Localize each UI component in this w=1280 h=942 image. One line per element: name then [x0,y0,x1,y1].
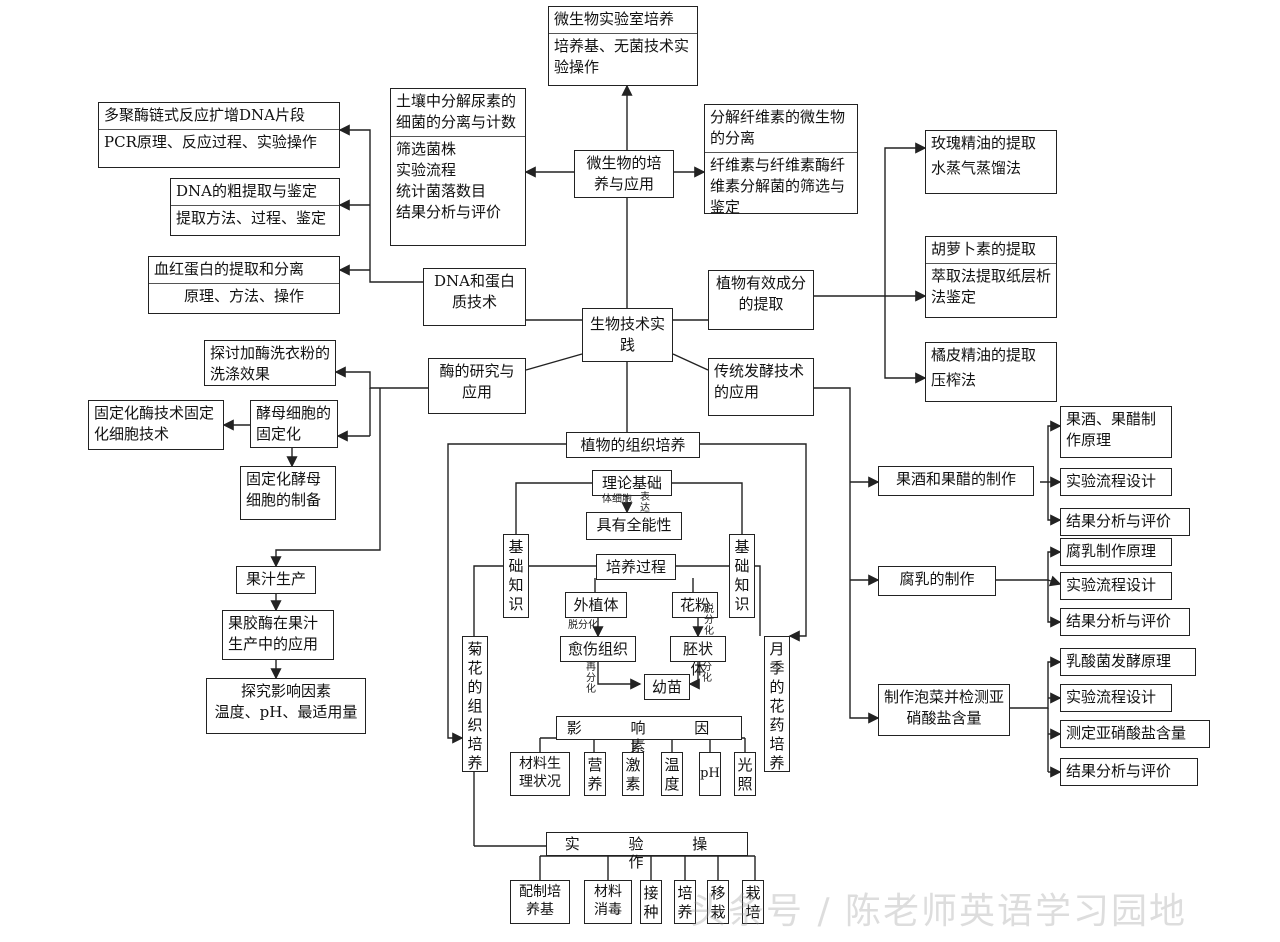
detergent-node: 探讨加酶洗衣粉的洗涤效果 [204,340,336,386]
edge-label-dediff-2: 脱分化 [704,604,714,637]
tofu-design-node: 实验流程设计 [1060,572,1172,600]
seedling-node: 幼苗 [644,674,690,700]
basic-knowledge-right: 基础知识 [729,534,755,618]
embryoid-node: 胚状体 [670,636,726,678]
cellulose-node: 分解纤维素的微生物的分离 纤维素与纤维素酶纤维素分解菌的筛选与鉴定 [704,104,858,216]
edge-label-expression: 表达 [640,492,650,514]
factors-header: 影 响 因 素 [556,716,742,755]
tofu-principle-node: 腐乳制作原理 [1060,538,1172,566]
orange-oil-node: 橘皮精油的提取 压榨法 [925,342,1057,402]
tofu-node: 腐乳的制作 [878,566,996,596]
operation-medium: 配制培养基 [510,880,570,924]
tofu-result-node: 结果分析与评价 [1060,608,1190,636]
micro-culture-node: 微生物的培养与应用 [574,150,674,198]
factor-material: 材料生理状况 [510,752,570,796]
wine-design-node: 实验流程设计 [1060,468,1172,496]
factor-temperature: 温度 [661,752,683,796]
rose-anther-culture-node: 月季的花药培养 [764,636,790,772]
wine-result-node: 结果分析与评价 [1060,508,1190,536]
factors-study-node: 探究影响因素 温度、pH、最适用量 [206,678,366,734]
chrysanthemum-culture-node: 菊花的组织培养 [462,636,488,772]
hemoglobin-node: 血红蛋白的提取和分离 原理、方法、操作 [148,256,340,314]
edge-label-diff: 分化 [702,662,712,684]
operation-header: 实 验 操 作 [546,832,748,871]
operation-inoculate: 接种 [640,880,662,924]
pollen-node: 花粉 [672,592,718,618]
fermentation-node: 传统发酵技术的应用 [708,358,814,416]
factor-nutrition: 营养 [584,752,606,796]
operation-transplant: 移栽 [707,880,729,924]
culture-process-node: 培养过程 [596,554,676,580]
pickle-measure-node: 测定亚硝酸盐含量 [1060,720,1210,748]
explant-node: 外植体 [565,592,627,618]
pickle-result-node: 结果分析与评价 [1060,758,1198,786]
yeast-fixation-node: 酵母细胞的固定化 [250,400,338,448]
edge-label-somatic: 体细胞 [602,494,632,505]
yeast-prep-node: 固定化酵母细胞的制备 [240,466,336,520]
enzyme-node: 酶的研究与应用 [428,358,526,414]
rose-oil-node: 玫瑰精油的提取 水蒸气蒸馏法 [925,130,1057,194]
lab-culture-node: 微生物实验室培养 培养基、无菌技术实验操作 [548,6,698,86]
plant-extract-node: 植物有效成分的提取 [708,270,814,330]
dna-extract-node: DNA的粗提取与鉴定 提取方法、过程、鉴定 [170,178,340,236]
pectinase-node: 果胶酶在果汁生产中的应用 [222,610,334,660]
operation-cultivate: 栽培 [742,880,764,924]
pcr-node: 多聚酶链式反应扩增DNA片段 PCR原理、反应过程、实验操作 [98,102,340,168]
factor-hormone: 激素 [622,752,644,796]
juice-production-node: 果汁生产 [236,566,316,594]
factor-ph: pH [699,752,721,796]
edge-label-rediff: 再分化 [586,662,596,695]
pickle-design-node: 实验流程设计 [1060,684,1172,712]
watermark-text: 头条号 / 陈老师英语学习园地 [690,891,1188,932]
edge-label-dediff-1: 脱分化 [568,620,598,631]
basic-knowledge-left: 基础知识 [503,534,529,618]
theory-basis-node: 理论基础 [592,470,672,496]
tissue-culture-node: 植物的组织培养 [566,432,700,458]
wine-principle-node: 果酒、果醋制作原理 [1060,406,1172,458]
pickle-node: 制作泡菜并检测亚硝酸盐含量 [878,684,1010,736]
callus-node: 愈伤组织 [560,636,636,662]
dna-protein-node: DNA和蛋白质技术 [423,268,526,326]
carotene-node: 胡萝卜素的提取 萃取法提取纸层析法鉴定 [925,236,1057,318]
center-node: 生物技术实践 [582,308,673,362]
operation-culture: 培养 [674,880,696,924]
factor-light: 光照 [734,752,756,796]
totipotency-node: 具有全能性 [586,512,682,540]
operation-disinfect: 材料消毒 [584,880,632,924]
pickle-principle-node: 乳酸菌发酵原理 [1060,648,1196,676]
wine-vinegar-node: 果酒和果醋的制作 [878,466,1034,496]
immobilization-tech-node: 固定化酶技术固定化细胞技术 [88,400,224,450]
urea-bacteria-node: 土壤中分解尿素的细菌的分离与计数 筛选菌株 实验流程 统计菌落数目 结果分析与评… [390,88,526,246]
